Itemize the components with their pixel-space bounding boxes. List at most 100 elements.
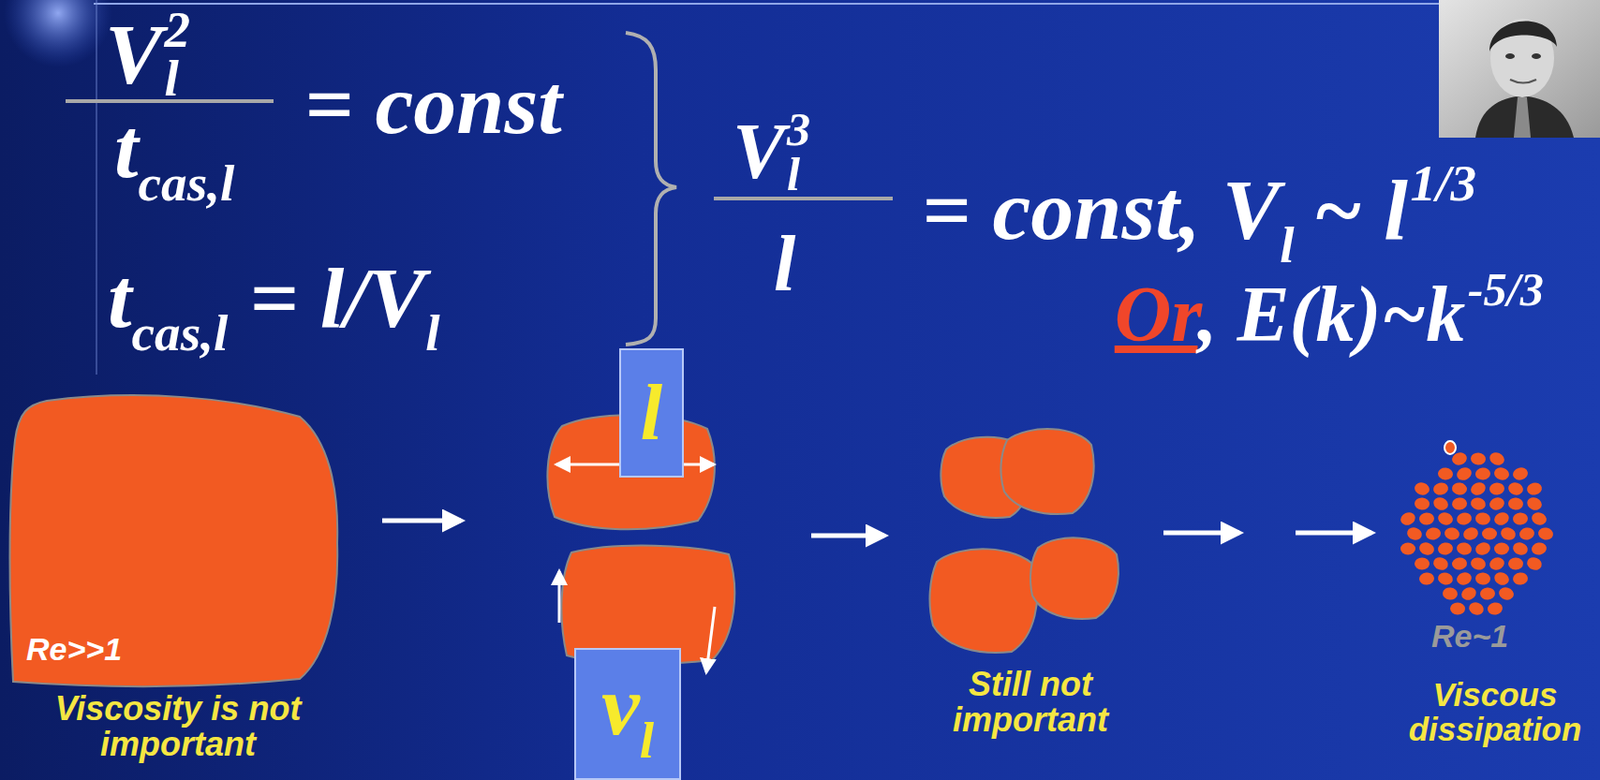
tiny-eddy (1508, 497, 1525, 511)
tiny-eddy (1414, 557, 1430, 571)
math-symbol: l (773, 220, 796, 308)
symbol-letter: v (601, 657, 640, 754)
tiny-eddy (1488, 496, 1507, 513)
tiny-eddy (1493, 466, 1512, 483)
math-symbol: ~ l (1313, 162, 1408, 258)
reynolds-label: Re>>1 (26, 633, 158, 667)
math-symbol: = const (304, 56, 563, 152)
tiny-eddy (1450, 450, 1468, 467)
math-symbol: V (732, 107, 786, 195)
formula: V2l (104, 5, 191, 104)
tiny-eddy (1470, 452, 1487, 466)
tiny-eddy (1455, 541, 1473, 557)
exponent: -5/3 (1467, 263, 1544, 316)
tiny-eddy (1506, 480, 1525, 497)
tiny-eddy (1451, 482, 1467, 497)
subscript: cas,l (138, 154, 236, 212)
tiny-eddy (1492, 570, 1512, 588)
side-rule (95, 0, 98, 375)
tiny-eddy (1475, 572, 1492, 586)
symbol-box: l (619, 348, 684, 478)
exponent: 3 (786, 107, 811, 153)
tiny-eddy (1459, 585, 1479, 603)
velocity-arrow (558, 571, 562, 623)
subscript: cas,l (132, 304, 229, 362)
tiny-eddy (1512, 512, 1529, 526)
reynolds-label: Re~1 (1431, 620, 1535, 654)
top-rule (93, 2, 1439, 5)
curly-brace (625, 32, 677, 345)
math-symbol: t (114, 100, 139, 196)
tiny-eddy (1480, 587, 1497, 601)
formula: = const (304, 60, 563, 148)
tiny-eddy (1525, 495, 1544, 513)
tiny-eddy (1400, 543, 1416, 556)
tiny-eddy (1441, 587, 1458, 602)
tiny-eddy (1455, 511, 1474, 527)
symbol-box: vl (574, 648, 682, 780)
tiny-eddy (1469, 556, 1487, 572)
small-eddies (930, 429, 1119, 653)
tiny-eddy (1492, 510, 1512, 528)
formula: = const, Vl~ l1/3 (921, 157, 1477, 271)
stage-caption: Still not important (927, 666, 1134, 739)
stage-caption: Viscosity is not important (23, 691, 333, 763)
tiny-eddy (1530, 541, 1548, 557)
tiny-eddies (1398, 441, 1555, 618)
tiny-eddy (1418, 572, 1435, 587)
tiny-eddy (1437, 541, 1454, 557)
formula: Or, E(k)~k-5/3 (1114, 266, 1544, 355)
tiny-eddy (1450, 602, 1466, 615)
tiny-eddy (1444, 441, 1456, 455)
cascade-arrow (1295, 531, 1372, 536)
subscript: l (425, 304, 440, 362)
formula: V3l (732, 107, 811, 198)
tiny-eddy (1481, 528, 1497, 541)
portrait-photo (1438, 0, 1600, 138)
tiny-eddy (1437, 467, 1453, 481)
tiny-eddy (1431, 495, 1451, 513)
tiny-eddy (1537, 526, 1555, 542)
tiny-eddy (1451, 497, 1467, 512)
tiny-eddy (1398, 510, 1418, 528)
tiny-eddy (1437, 511, 1455, 528)
tiny-eddy (1451, 556, 1468, 571)
tiny-eddy (1511, 540, 1529, 558)
tiny-eddy (1530, 511, 1549, 528)
tiny-eddy (1405, 525, 1423, 543)
tiny-eddy (1489, 482, 1506, 496)
tiny-eddy (1414, 497, 1431, 511)
fraction-bar (713, 196, 893, 201)
tiny-eddy (1525, 481, 1544, 497)
tiny-eddy (1497, 586, 1516, 603)
tiny-eddy (1487, 555, 1506, 572)
cascade-arrow (1163, 531, 1240, 536)
tiny-eddy (1508, 557, 1524, 571)
tiny-eddy (1432, 481, 1451, 497)
tiny-eddy (1468, 480, 1488, 498)
math-symbol: = l/V (249, 250, 426, 346)
exponent: 1/3 (1409, 154, 1477, 212)
math-symbol: t (107, 250, 133, 346)
symbol-text: vl (601, 662, 654, 767)
cascade-arrow (811, 533, 885, 539)
tiny-eddy (1474, 467, 1491, 481)
tiny-eddy (1424, 526, 1442, 542)
tiny-eddy (1473, 540, 1492, 558)
tiny-eddy (1454, 465, 1474, 484)
tiny-eddy (1455, 571, 1474, 588)
exponent: 2 (164, 5, 192, 55)
math-symbol: = const, V (921, 162, 1280, 258)
tiny-eddy (1474, 512, 1491, 527)
tiny-eddy (1494, 543, 1510, 556)
tiny-eddy (1511, 572, 1528, 587)
stage-caption: Viscous dissipation (1396, 678, 1594, 748)
formula: l (773, 224, 796, 304)
tiny-eddy (1498, 525, 1517, 543)
subscript: l (786, 152, 811, 198)
tiny-eddy (1412, 480, 1431, 497)
tiny-eddy (1518, 526, 1536, 542)
tiny-eddy (1419, 512, 1436, 526)
tiny-eddy (1486, 601, 1504, 616)
